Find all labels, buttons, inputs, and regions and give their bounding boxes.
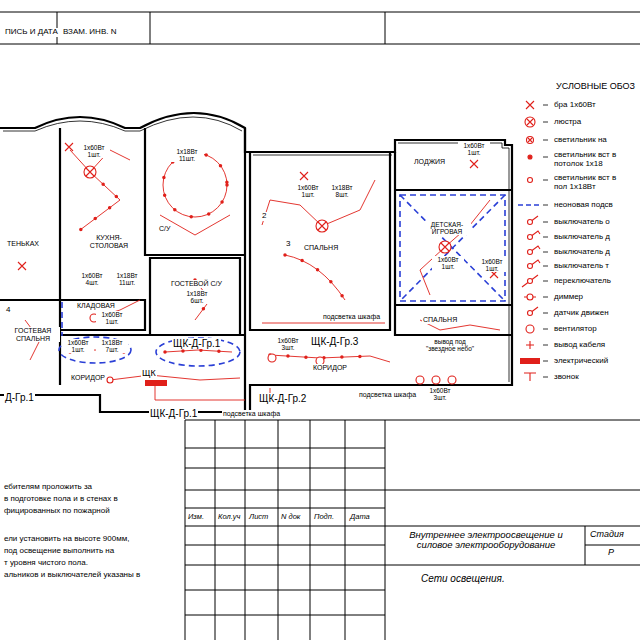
plan-label: СПАЛЬНЯ [303,244,339,252]
plan-label: вывод под "звездное небо" [418,338,482,352]
plan-label: 1х60Вт 1шт. [78,144,110,158]
plan-label: альников и выключателей указаны в [3,571,141,580]
plan-label: ебителям проложить за [3,483,93,492]
plan-label: УСЛОВНЫЕ ОБОЗ [555,82,636,92]
plan-label: КЛАДОВАЯ [76,302,116,310]
plan-label: КУХНЯ-СТОЛОВАЯ [82,234,136,249]
plan-label: ЩК-Д-Гр.1 [172,338,221,349]
legend-swatch [520,358,540,364]
plan-label: т уровня чистого пола. [3,559,89,568]
plan-label: 3 [285,240,291,249]
plan-label: Изм. [187,513,205,521]
plan-label: 1х18Вт 11шт. [110,272,144,286]
plan-label: ЩК-Д-Гр.3 [310,336,359,347]
plan-label: 1х60Вт 1шт. [476,258,508,272]
plan-label: 1х18Вт 8шт. [326,184,358,198]
plan-label: ЩК-Д-Гр.1 [149,408,198,419]
legend-text: неоновая подсв [553,201,614,210]
plan-label: Кол.уч [217,513,241,521]
plan-label: ГОСТЕВОЙ С/У [170,280,223,288]
legend-text: переключатель [553,277,612,286]
legend-text: выключатель д [553,248,611,257]
plan-label: 1х60Вт 1шт. [96,311,128,325]
plan-label: ВЗАМ. ИНВ. N [62,28,117,37]
plan-label: N док [280,513,301,521]
plan-label: 1х18Вт 11шт. [170,148,204,162]
legend-text: звонок [553,373,580,382]
plan-label: 1х60Вт 1шт. [458,142,490,156]
plan-label: ЛОДЖИЯ [413,158,446,166]
legend-text: светильник на [553,136,608,145]
plan-label: Сети освещения. [420,573,506,584]
legend-text: датчик движен [553,309,610,318]
plan-label: под освещение выполнить на [3,547,115,556]
legend-text: бра 1х60Вт [553,101,597,110]
plan-label: 1х60Вт 3шт. [272,337,304,351]
legend-text: светильник вст в потолок 1х18 [553,151,621,169]
plan-label: ПИСЬ И ДАТА [4,28,59,37]
legend-text: люстра [553,118,582,127]
plan-label: КОРИДОР [70,374,106,382]
legend-text: светильник вст в пол 1х18Вт [553,174,621,192]
plan-label: СПАЛЬНЯ [422,316,458,324]
plan-label: Р [607,548,615,558]
plan-label: Внутреннее электроосвещение и силовое эл… [390,530,582,551]
plan-label: 1х18Вт 6шт. [181,290,213,304]
plan-label: КОРИДОР [312,364,348,372]
plan-label: ДЕТСКАЯ-ИГРОВАЯ [423,221,471,235]
plan-label: С/У [158,225,171,233]
plan-label: подсветка шкафа [322,313,381,321]
plan-label: 1х60Вт 3шт. [424,387,456,401]
plan-label: 1х60Вт 4шт. [76,272,108,286]
plan-label: подсветка шкафа [358,391,417,399]
plan-label: ели установить на высоте 900мм, [3,535,130,544]
plan-label: в подготовке пола и в стенах в [3,495,119,504]
plan-label: 2 [261,212,267,221]
plan-label: Д-Гр.1 [4,392,35,403]
legend-text: вывод кабеля [553,341,606,350]
plan-label: подсветка шкафа [222,410,281,418]
legend-text: выключатель т [553,262,610,271]
plan-label: ЩК-Д-Гр.2 [258,393,307,404]
legend-text: выключатель о [553,218,611,227]
plan-label: 1х18Вт 7шт. [96,339,128,353]
plan-label: ТЕНЬКАХ [6,240,40,248]
plan-label: 1х60Вт 1шт. [292,184,324,198]
plan-label: Стадия [589,530,625,540]
plan-label: Подп. [313,513,335,521]
plan-label: фицированных по пожарной [3,507,111,516]
plan-label: Лист [248,513,269,521]
legend-text: выключатель д [553,233,611,242]
plan-label: Дата [349,513,371,521]
plan-label: 1х60Вт 1шт. [432,256,464,270]
legend-text: электрический [553,357,609,366]
plan-label: ГОСТЕВАЯ СПАЛЬНЯ [6,327,60,342]
plan-label: 1х60Вт 1шт. [62,339,94,353]
legend-text: вентилятор [553,325,598,334]
plan-label: 4 [5,306,11,315]
legend-text: диммер [553,293,584,302]
plan-label: ЩК [141,369,157,379]
